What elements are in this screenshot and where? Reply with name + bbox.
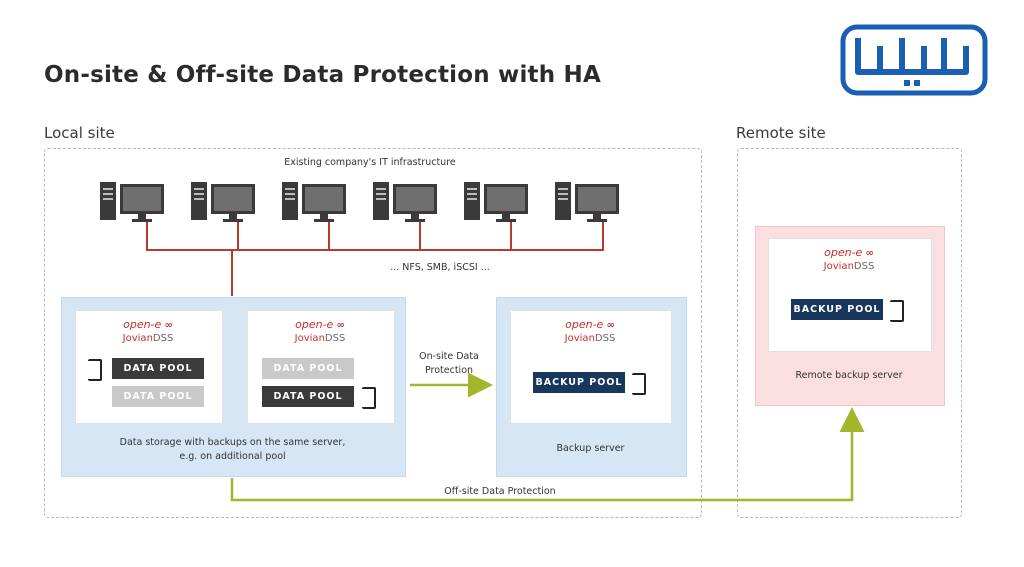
storage-bracket-icon xyxy=(88,359,102,381)
brand-dss: DSS xyxy=(853,261,875,272)
backup-pool-remote: BACKUP POOL xyxy=(791,299,883,320)
storage-bracket-icon xyxy=(632,373,646,395)
brand-jovian: Jovian xyxy=(122,333,153,344)
data-pool-active-secondary: DATA POOL xyxy=(262,386,354,407)
network-bus xyxy=(146,222,604,296)
page-title: On-site & Off-site Data Protection with … xyxy=(44,62,601,88)
remote-site-box xyxy=(737,148,962,518)
brand-open-e: open-e xyxy=(123,318,162,331)
workstation-icon xyxy=(373,182,439,224)
infinity-icon: ∞ xyxy=(336,320,345,331)
remote-backup-label: Remote backup server xyxy=(795,370,903,381)
onsite-protection-label: On-site Data Protection xyxy=(404,350,494,378)
protocols-label: ... NFS, SMB, iSCSI ... xyxy=(390,262,490,273)
workstation-icon xyxy=(555,182,621,224)
storage-bracket-icon xyxy=(362,387,376,409)
infinity-icon: ∞ xyxy=(606,320,615,331)
backup-server-card xyxy=(510,310,672,424)
remote-backup-card xyxy=(768,238,932,352)
local-site-label: Local site xyxy=(44,124,115,142)
data-storage-caption-line1: Data storage with backups on the same se… xyxy=(119,437,346,448)
workstation-icon xyxy=(191,182,257,224)
brand-logo-backup: open-e ∞ JovianDSS xyxy=(510,318,670,345)
brand-dss: DSS xyxy=(152,333,174,344)
onsite-label-line2: Protection xyxy=(424,365,474,376)
brand-open-e: open-e xyxy=(295,318,334,331)
data-storage-caption-line2: e.g. on additional pool xyxy=(179,451,286,462)
brand-logo-remote: open-e ∞ JovianDSS xyxy=(768,246,930,273)
logo-mark-icon xyxy=(840,24,988,96)
data-pool-standby-primary: DATA POOL xyxy=(112,386,204,407)
brand-open-e: open-e xyxy=(824,246,863,259)
infrastructure-label: Existing company's IT infrastructure xyxy=(284,157,456,168)
data-pool-active-primary: DATA POOL xyxy=(112,358,204,379)
onsite-label-line1: On-site Data xyxy=(419,351,479,362)
infinity-icon: ∞ xyxy=(164,320,173,331)
local-site-box xyxy=(44,148,702,518)
remote-site-label: Remote site xyxy=(736,124,826,142)
brand-open-e: open-e xyxy=(565,318,604,331)
brand-jovian: Jovian xyxy=(294,333,325,344)
workstation-icon xyxy=(282,182,348,224)
brand-logo-primary: open-e ∞ JovianDSS xyxy=(75,318,221,345)
offsite-protection-arrow xyxy=(230,407,865,502)
workstation-icon xyxy=(100,182,166,224)
backup-pool-onsite: BACKUP POOL xyxy=(533,372,625,393)
data-storage-caption: Data storage with backups on the same se… xyxy=(61,436,404,464)
offsite-protection-label: Off-site Data Protection xyxy=(444,486,556,497)
brand-dss: DSS xyxy=(594,333,616,344)
workstation-icon xyxy=(464,182,530,224)
company-logo xyxy=(840,24,988,96)
data-pool-standby-secondary: DATA POOL xyxy=(262,358,354,379)
brand-jovian: Jovian xyxy=(564,333,595,344)
brand-logo-secondary: open-e ∞ JovianDSS xyxy=(247,318,393,345)
backup-server-label: Backup server xyxy=(556,443,625,454)
brand-dss: DSS xyxy=(324,333,346,344)
storage-bracket-icon xyxy=(890,300,904,322)
infinity-icon: ∞ xyxy=(865,248,874,259)
brand-jovian: Jovian xyxy=(823,261,854,272)
